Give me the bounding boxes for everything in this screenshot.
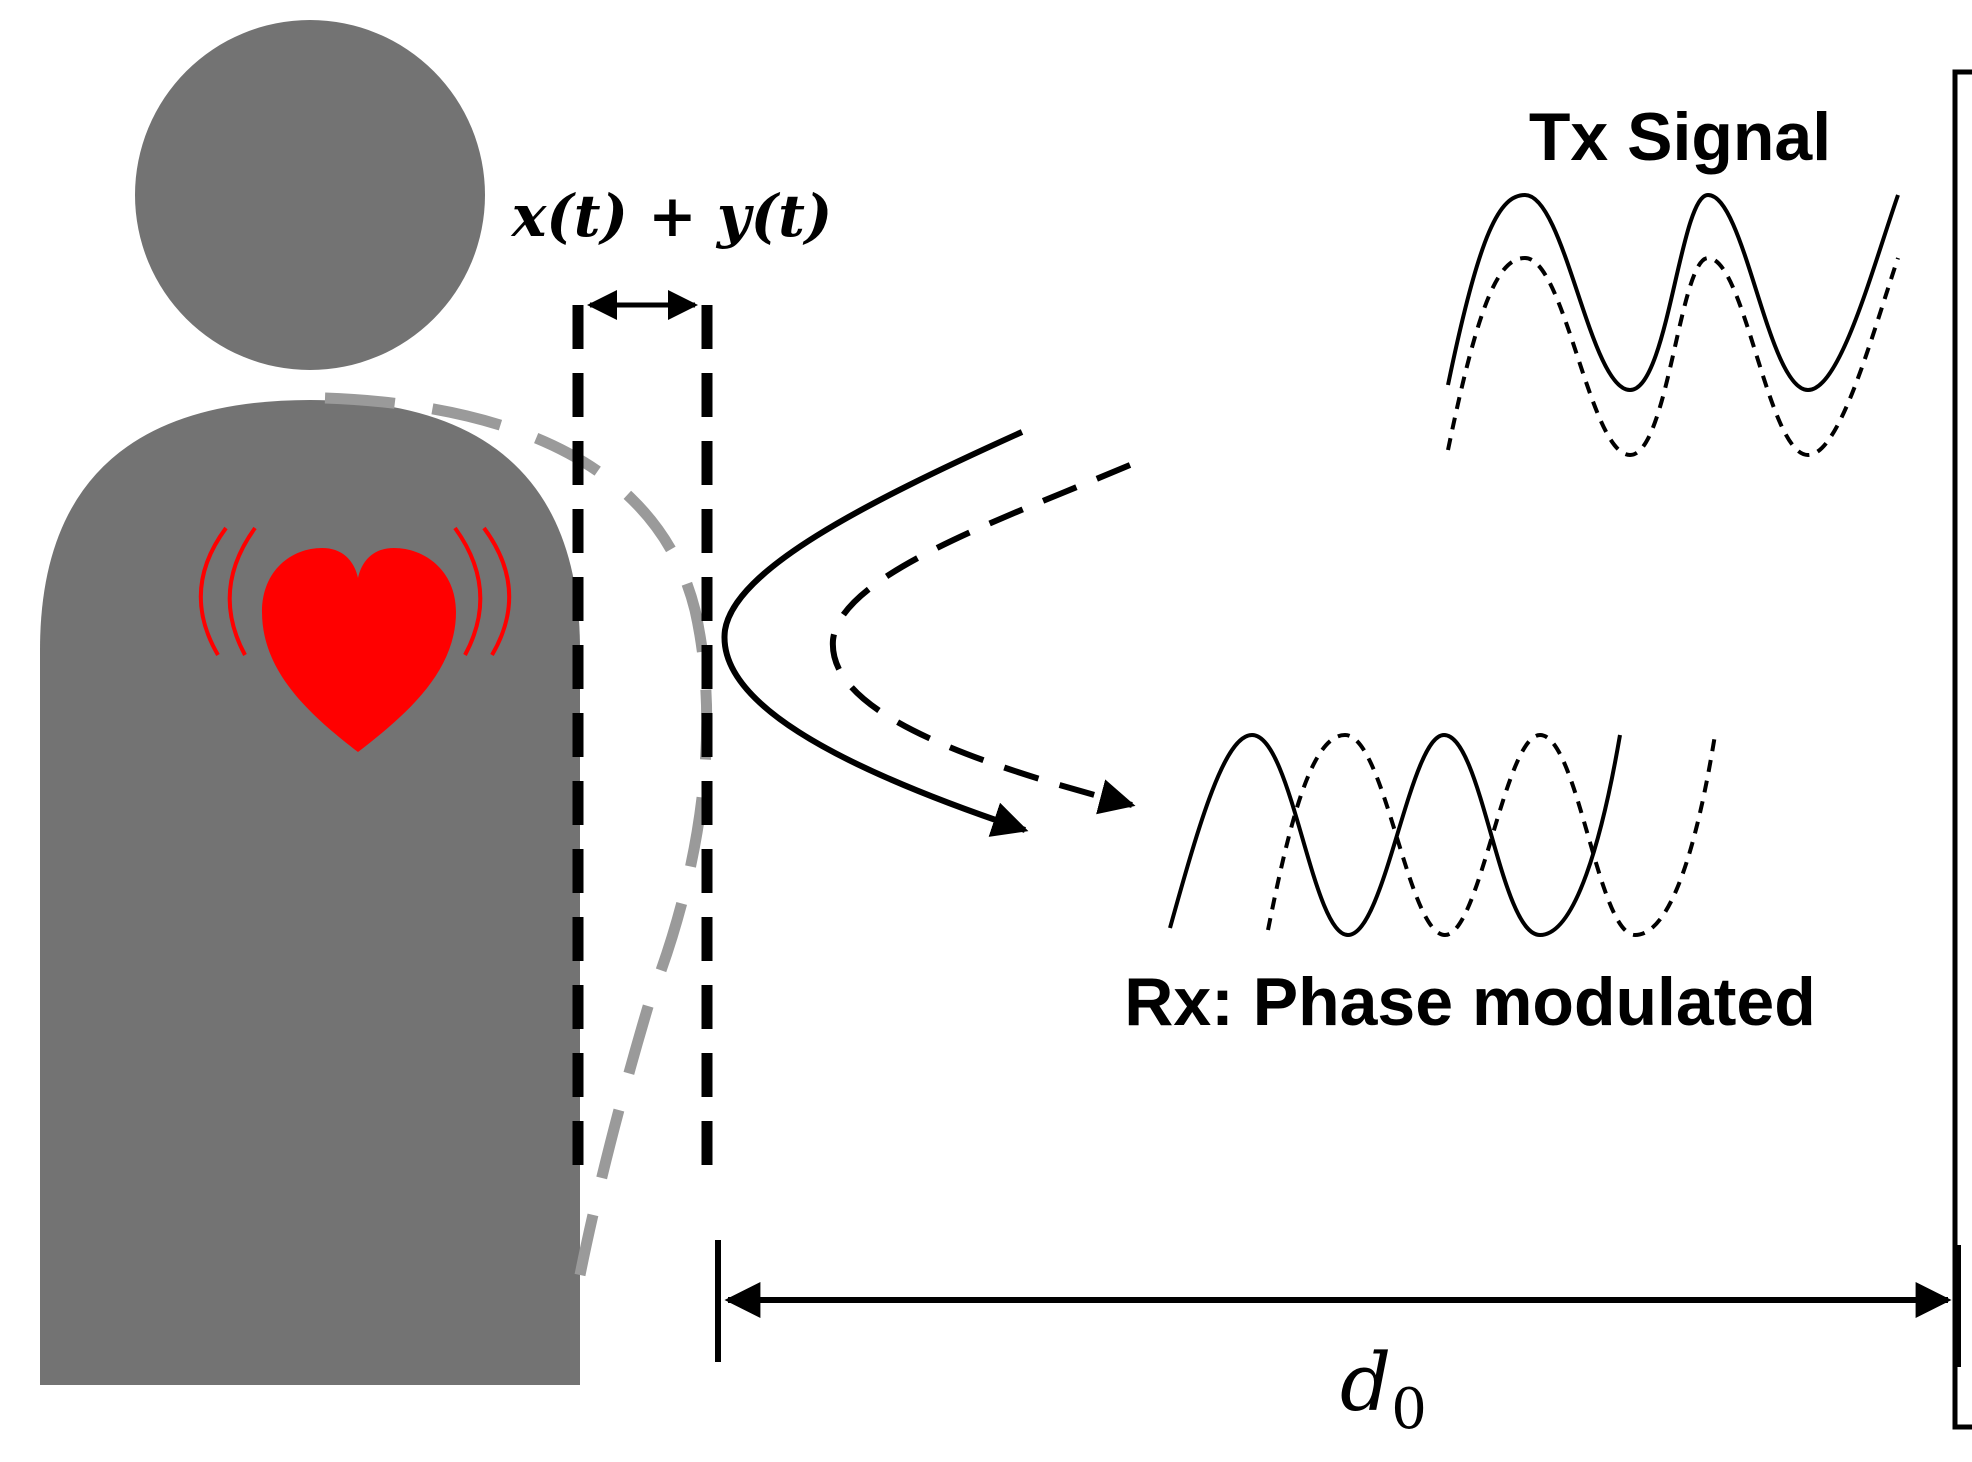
person-torso bbox=[40, 400, 580, 1385]
displacement-label: x(t) + y(t) bbox=[510, 182, 833, 250]
heart-icon bbox=[262, 548, 456, 752]
distance-sub: 0 bbox=[1391, 1377, 1427, 1442]
tx-signal-label: Tx Signal bbox=[1529, 99, 1831, 175]
reflection-path-solid bbox=[721, 429, 1029, 837]
tx-wave-dashed bbox=[1446, 255, 1900, 458]
vibration-right-inner-icon bbox=[453, 526, 483, 656]
tx-wave-solid bbox=[1446, 192, 1900, 393]
person-head bbox=[135, 20, 485, 370]
vibration-right-outer-icon bbox=[482, 526, 512, 657]
vibration-left-outer-icon bbox=[198, 526, 228, 657]
distance-var: d bbox=[1340, 1336, 1391, 1429]
distance-label: d0 bbox=[1340, 1336, 1427, 1442]
rx-wave-solid bbox=[1168, 732, 1622, 938]
rx-signal-label: Rx: Phase modulated bbox=[1124, 964, 1816, 1040]
beating-heart bbox=[198, 526, 512, 752]
reflection-path-dashed bbox=[829, 462, 1136, 815]
vibration-left-inner-icon bbox=[227, 526, 257, 656]
radar-device-panel bbox=[1952, 69, 1972, 1430]
